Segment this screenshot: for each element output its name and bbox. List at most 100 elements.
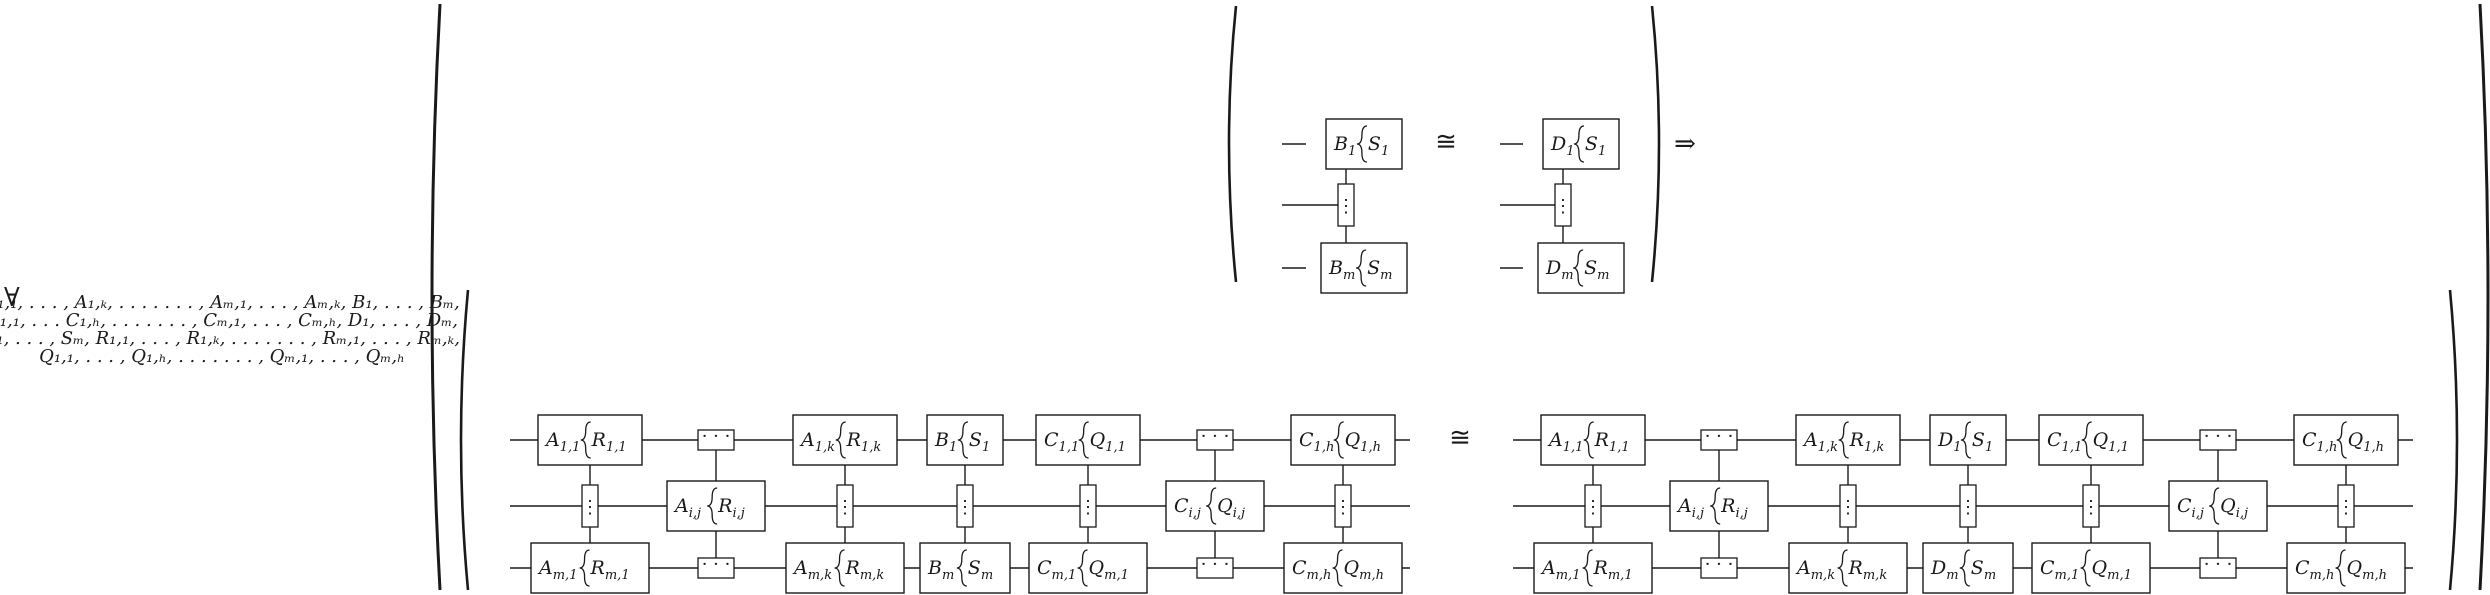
process-box-frame: [1533, 542, 1653, 594]
process-output: Qm,1: [1089, 557, 1129, 583]
process-output: S1: [1585, 133, 1606, 159]
process-box-frame: [2293, 414, 2399, 466]
brace-glyph: [1078, 421, 1089, 459]
brace-glyph: [1583, 421, 1594, 459]
process-output: Sm: [1584, 257, 1609, 283]
conclusion-right-row-top-cell-6: · · ·: [2199, 426, 2237, 451]
process-output: Ri,j: [1720, 495, 1748, 521]
brace-glyph: [1077, 549, 1088, 587]
process-name: A1,k: [799, 429, 835, 455]
conclusion-right-row-mid-cell-7: ⋮: [2337, 484, 2355, 528]
brace-glyph: [835, 421, 846, 459]
premise-iso-symbol: ≅: [1435, 127, 1457, 157]
process-box-frame: [785, 542, 905, 594]
brace-glyph: [1356, 125, 1367, 163]
vdots-label: ⋮: [836, 497, 854, 518]
conclusion-right-row-mid-cell-4: ⋮: [1959, 484, 1977, 528]
process-output: R1,k: [1849, 429, 1885, 455]
premise-right-paren: [1650, 5, 1661, 283]
process-box-frame: [1035, 414, 1141, 466]
process-name: A1,k: [1802, 429, 1838, 455]
vdots-box-frame: [1959, 484, 1977, 528]
process-output: Qm,1: [2092, 557, 2132, 583]
vdots-box-frame: [956, 484, 974, 528]
vdots-box-frame: [1554, 183, 1572, 227]
quantifier-line-3: S₁, . . . , Sₘ, R₁,₁, . . . , R₁,ₖ, . . …: [0, 328, 460, 349]
process-box-frame: [1922, 542, 2014, 594]
quantifier-line-4: Q₁,₁, . . . , Q₁,ₕ, . . . . . . . , Qₘ,₁…: [39, 346, 405, 367]
process-box-frame: [1788, 542, 1908, 594]
conclusion-iso-symbol: ≅: [1449, 423, 1471, 453]
process-name: Am,k: [1795, 557, 1835, 583]
brace-glyph: [2335, 549, 2346, 587]
conclusion-left-row-top-cell-2: · · ·: [697, 426, 735, 451]
process-name: Cm,h: [1292, 557, 1331, 583]
vdots-box-frame: [1334, 484, 1352, 528]
brace-glyph: [707, 487, 718, 525]
process-output: R1,1: [591, 429, 627, 455]
process-name: D1: [1550, 133, 1575, 159]
process-box-frame: [792, 414, 898, 466]
ellipsis-label: · · ·: [702, 426, 731, 447]
vdots-box-frame: [2082, 484, 2100, 528]
conclusion-right-row-top-cell-2: · · ·: [1700, 426, 1738, 451]
brace-glyph: [1356, 249, 1367, 287]
process-name: B1: [934, 429, 957, 455]
vdots-box-frame: [1337, 183, 1355, 227]
quantifier-line-2: C₁,₁, . . . C₁,ₕ, . . . . . . . , Cₘ,₁, …: [0, 310, 458, 331]
conclusion-right-paren: [2448, 289, 2459, 591]
process-output: Q1,h: [1345, 429, 1381, 455]
conclusion-left-paren: [459, 289, 470, 591]
brace-glyph: [1206, 487, 1217, 525]
quantifier-block: ∀ A₁,₁, . . . , A₁,ₖ, . . . . . . . , Aₘ…: [0, 283, 460, 367]
process-output: Q1,1: [1090, 429, 1126, 455]
process-box-frame: [1283, 542, 1403, 594]
process-box-frame: [1028, 542, 1148, 594]
ellipsis-label: · · ·: [1201, 426, 1230, 447]
conclusion-left-row-mid-cell-5: ⋮: [1079, 484, 1097, 528]
process-output: S1: [1368, 133, 1389, 159]
vdots-label: ⋮: [1959, 497, 1977, 518]
process-name: A1,1: [1547, 429, 1583, 455]
conclusion-left-row-top-cell-3: A1,k R1,k: [792, 414, 898, 466]
vdots-label: ⋮: [2337, 497, 2355, 518]
brace-glyph: [1710, 487, 1721, 525]
vdots-label: ⋮: [1554, 196, 1572, 217]
ellipsis-label: · · ·: [1705, 554, 1734, 575]
ellipsis-box-frame: [1700, 557, 1738, 579]
ellipsis-box-frame: [1700, 429, 1738, 451]
conclusion-left-row-mid-cell-4: ⋮: [956, 484, 974, 528]
process-output: Sm: [1971, 557, 1996, 583]
brace-glyph: [1573, 249, 1584, 287]
process-name: Ci,j: [2177, 495, 2204, 521]
process-output: S1: [1972, 429, 1993, 455]
quantifier-line-1: A₁,₁, . . . , A₁,ₖ, . . . . . . . , Aₘ,₁…: [0, 292, 460, 313]
premise-left-vdots: ⋮: [1337, 183, 1355, 227]
vdots-box-frame: [1584, 484, 1602, 528]
conclusion-right-row-mid-cell-5: ⋮: [2082, 484, 2100, 528]
forall-symbol: ∀: [4, 283, 20, 313]
process-output: R1,k: [846, 429, 882, 455]
ellipsis-label: · · ·: [702, 554, 731, 575]
premise-right-vdots: ⋮: [1554, 183, 1572, 227]
process-output: Rm,k: [1848, 557, 1888, 583]
process-box-frame: [1290, 414, 1396, 466]
conclusion-right-row-mid-cell-3: ⋮: [1839, 484, 1857, 528]
process-name: A1,1: [544, 429, 580, 455]
ellipsis-label: · · ·: [1201, 554, 1230, 575]
